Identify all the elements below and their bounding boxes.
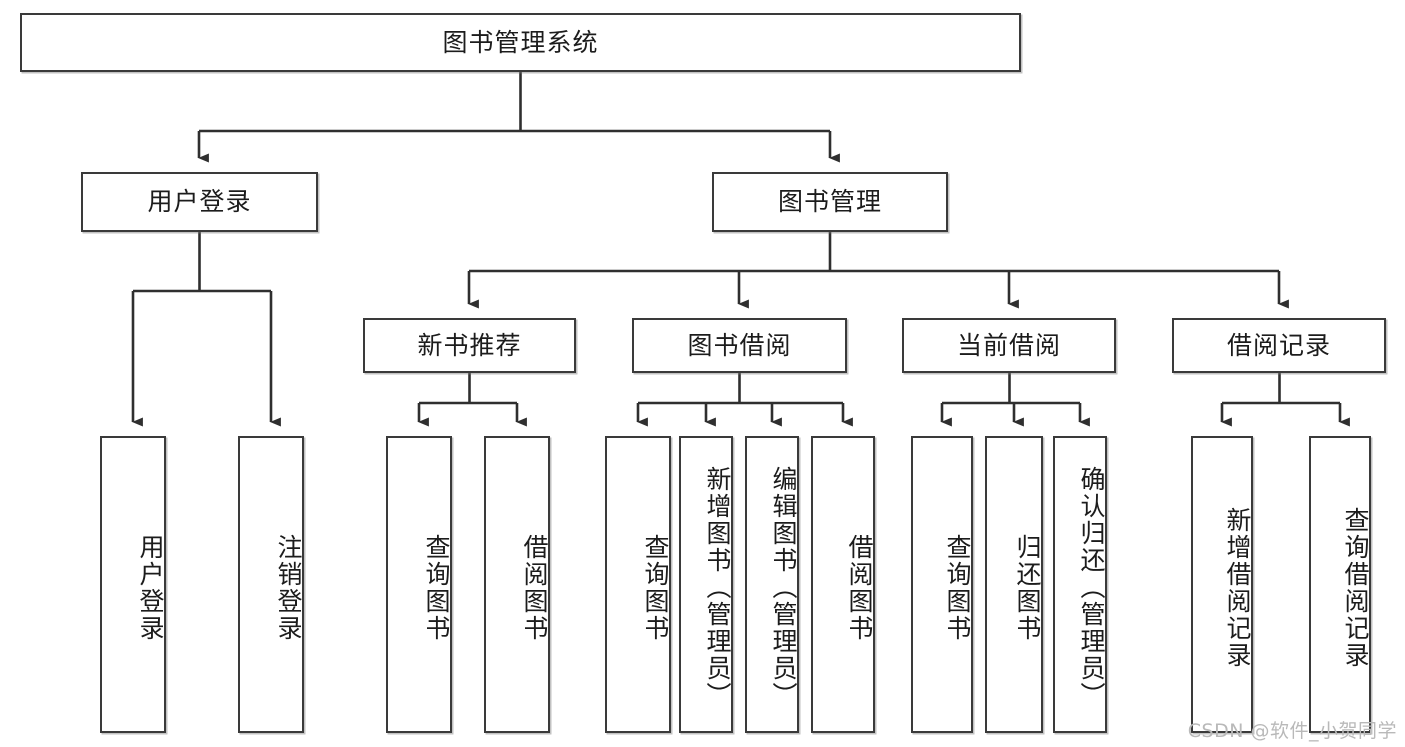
node-label: 图书管理系统	[442, 27, 599, 57]
leaf-query-book-2[interactable]: 查询图书	[605, 436, 671, 733]
node-label: 编辑图书（管理员）	[769, 466, 798, 709]
node-label: 归还图书	[1013, 533, 1042, 642]
leaf-query-record[interactable]: 查询借阅记录	[1309, 436, 1371, 733]
leaf-return-book[interactable]: 归还图书	[985, 436, 1043, 733]
leaf-add-book[interactable]: 新增图书（管理员）	[679, 436, 733, 733]
leaf-query-book-3[interactable]: 查询图书	[911, 436, 973, 733]
csdn-watermark: CSDN @软件_小贺同学	[1187, 720, 1397, 742]
node-current-borrow[interactable]: 当前借阅	[902, 318, 1116, 373]
leaf-borrow-book-1[interactable]: 借阅图书	[484, 436, 550, 733]
node-label: 用户登录	[136, 533, 165, 642]
node-user-login[interactable]: 用户登录	[81, 172, 318, 232]
leaf-confirm-return[interactable]: 确认归还（管理员）	[1053, 436, 1107, 733]
node-label: 当前借阅	[956, 330, 1061, 360]
node-label: 图书借阅	[687, 330, 792, 360]
node-label: 查询图书	[422, 533, 451, 642]
node-label: 用户登录	[147, 187, 252, 217]
node-new-book-rec[interactable]: 新书推荐	[363, 318, 576, 373]
leaf-add-record[interactable]: 新增借阅记录	[1191, 436, 1253, 733]
node-label: 借阅图书	[520, 533, 549, 642]
node-label: 查询图书	[943, 533, 972, 642]
node-borrow-record[interactable]: 借阅记录	[1172, 318, 1386, 373]
node-label: 借阅记录	[1226, 330, 1331, 360]
node-label: 确认归还（管理员）	[1077, 466, 1106, 709]
leaf-logout[interactable]: 注销登录	[238, 436, 304, 733]
node-label: 新书推荐	[417, 330, 522, 360]
node-label: 图书管理	[777, 187, 882, 217]
node-label: 新增图书（管理员）	[703, 466, 732, 709]
node-label: 注销登录	[274, 533, 303, 642]
node-label: 查询图书	[641, 533, 670, 642]
leaf-borrow-book-2[interactable]: 借阅图书	[811, 436, 875, 733]
node-system-title[interactable]: 图书管理系统	[20, 13, 1021, 72]
node-label: 借阅图书	[845, 533, 874, 642]
node-label: 新增借阅记录	[1223, 506, 1252, 669]
node-book-manage[interactable]: 图书管理	[712, 172, 948, 232]
leaf-query-book-1[interactable]: 查询图书	[386, 436, 452, 733]
leaf-edit-book[interactable]: 编辑图书（管理员）	[745, 436, 799, 733]
node-book-borrow[interactable]: 图书借阅	[632, 318, 847, 373]
node-label: 查询借阅记录	[1341, 506, 1370, 669]
leaf-user-login[interactable]: 用户登录	[100, 436, 166, 733]
